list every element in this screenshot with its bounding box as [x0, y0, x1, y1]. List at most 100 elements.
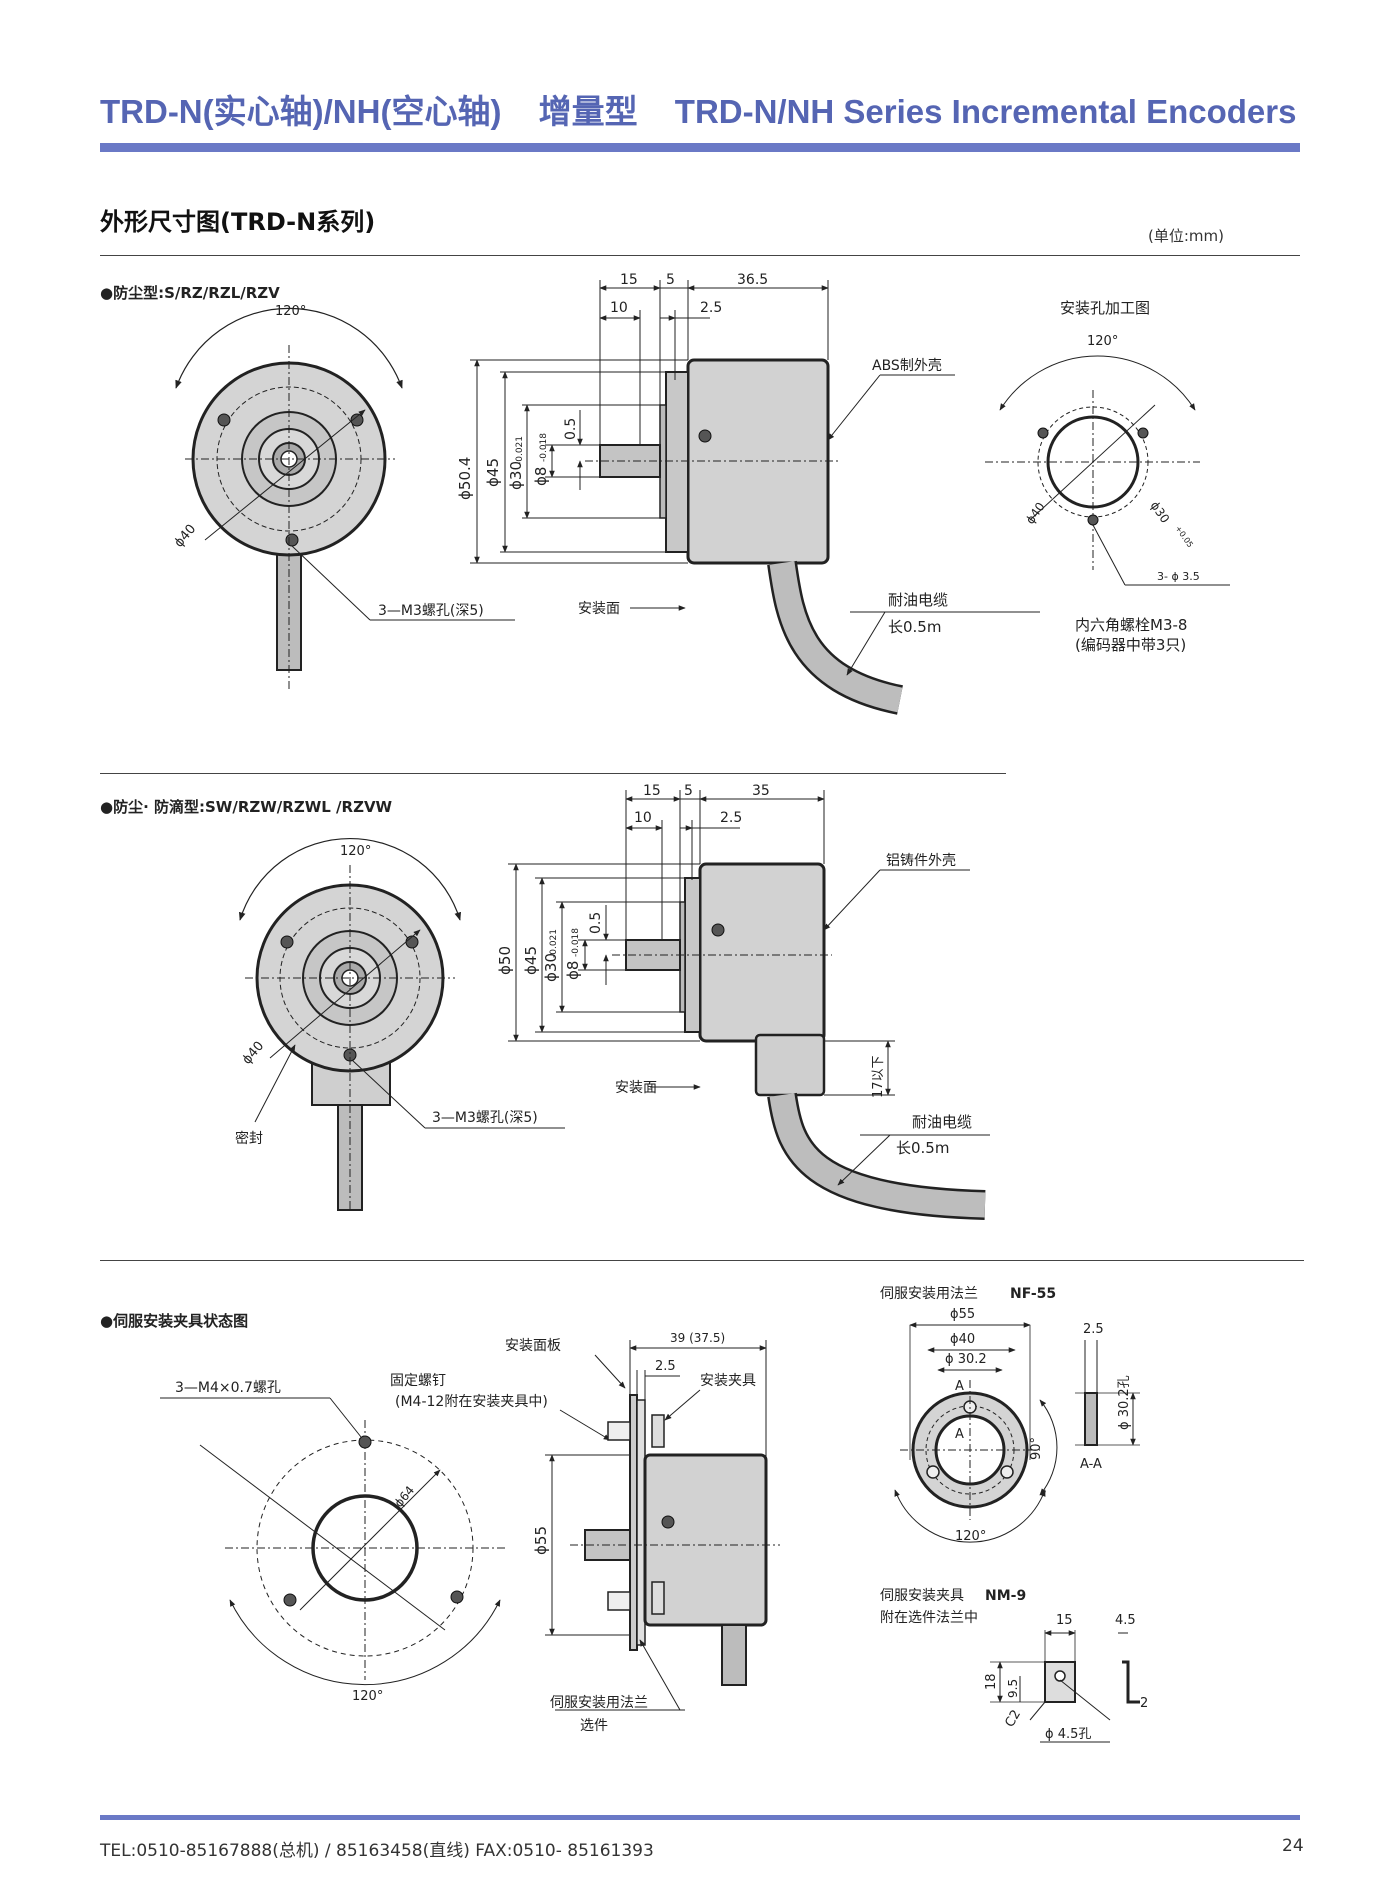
block2-below17: 17以下	[871, 1055, 886, 1098]
block1-shell: ABS制外壳	[872, 357, 942, 374]
block2-mount-face: 安装面	[615, 1080, 657, 1096]
block2-heading: ●防尘· 防滴型:SW/RZW/RZWL /RZVW	[100, 798, 393, 816]
block3-panel: 安装面板	[505, 1338, 561, 1354]
block2-screw: 3—M3螺孔(深5)	[432, 1110, 538, 1126]
block3-side-view: 安装面板 固定螺钉 (M4-12附在安装夹具中) 39 (37.5) 2.5 安…	[390, 1331, 780, 1734]
block1-heading: ●防尘型:S/RZ/RZL/RZV	[100, 284, 280, 302]
block3-front-view: 3—M4×0.7螺孔 ϕ64 120°	[160, 1380, 505, 1704]
block1-dia45: ϕ45	[484, 458, 502, 487]
block1-d25: 2.5	[700, 300, 722, 316]
footer-bar	[100, 1815, 1300, 1820]
block3-flange2: 选件	[580, 1718, 608, 1734]
nf55-angle90: 90°	[1029, 1437, 1044, 1460]
header-bar	[100, 143, 1300, 152]
block2-d10: 10	[634, 810, 652, 826]
block3-m4: 3—M4×0.7螺孔	[175, 1380, 281, 1396]
block1-hole-title: 安装孔加工图	[1060, 299, 1150, 317]
block3-dia55: ϕ55	[532, 1526, 550, 1555]
block1-hole-dia30: ϕ30	[1148, 499, 1173, 526]
block3-fix1: 固定螺钉	[390, 1373, 446, 1389]
block1-d365: 36.5	[737, 272, 768, 288]
block1-angle: 120°	[275, 304, 306, 319]
block2-seal: 密封	[235, 1130, 263, 1147]
nf55-dia302: ϕ 30.2	[945, 1352, 987, 1367]
block2-cable: 耐油电缆	[912, 1113, 972, 1131]
header-title-en: TRD-N/NH Series Incremental Encoders	[674, 93, 1297, 130]
nf55-dia55: ϕ55	[950, 1307, 975, 1322]
block2-cable-len: 长0.5m	[896, 1139, 949, 1157]
block1-dia30: ϕ30	[507, 461, 525, 490]
block1-hole-angle: 120°	[1087, 334, 1118, 349]
nf55-aa: A-A	[1080, 1457, 1102, 1472]
block1-d10: 10	[610, 300, 628, 316]
nf55-angle120: 120°	[955, 1529, 986, 1544]
block2-d05: 0.5	[588, 912, 604, 934]
block1-d5: 5	[666, 272, 675, 288]
block1-bolt2: (编码器中带3只)	[1075, 636, 1186, 654]
nm9-hole: ϕ 4.5孔	[1045, 1727, 1091, 1742]
block1-side-view: 15 5 36.5 10 2.5 ϕ50.4 ϕ45 ϕ30 -0.021	[456, 272, 1040, 715]
block2-tol30: -0.021	[549, 929, 559, 958]
section-rule	[100, 255, 1300, 256]
block2-shell: 铝铸件外壳	[886, 852, 956, 869]
block3-d25: 2.5	[655, 1359, 676, 1374]
block3-flange1: 伺服安装用法兰	[550, 1695, 648, 1711]
block1-screw: 3—M3螺孔(深5)	[378, 603, 484, 619]
page-number: 24	[1282, 1836, 1304, 1856]
block2-dia8: ϕ8	[564, 961, 582, 980]
block2-d15: 15	[643, 783, 661, 799]
block2-front-view: 120° ϕ40 密封 3—M3螺孔(深5)	[235, 838, 565, 1211]
nm9-d18: 18	[984, 1673, 999, 1690]
block1-cable: 耐油电缆	[888, 591, 948, 609]
block2-d5: 5	[684, 783, 693, 799]
block1-front-view: 120° ϕ40 3—M3螺孔(深5)	[172, 304, 515, 690]
block2-dia50: ϕ50	[496, 946, 514, 975]
nm9-drawing: 伺服安装夹具 NM-9 附在选件法兰中 15 4.5 18 9.5 C2 2 ϕ…	[880, 1588, 1148, 1743]
block1-bolt1: 内六角螺栓M3-8	[1075, 616, 1187, 634]
block1-hole-drawing: 安装孔加工图 120° ϕ40 ϕ30 +0.05 3- ϕ 3.5 内六角螺栓…	[985, 299, 1230, 654]
nm9-d2: 2	[1140, 1696, 1148, 1711]
nf55-a-mid: A	[955, 1427, 964, 1442]
block1: ●防尘型:S/RZ/RZL/RZV 120° ϕ40 3—M3螺孔(深5)	[100, 272, 1230, 715]
nf55-d25: 2.5	[1083, 1322, 1104, 1337]
unit-note: (单位:mm)	[1148, 227, 1224, 245]
block3-d39: 39 (37.5)	[670, 1331, 725, 1345]
block2-d35: 35	[752, 783, 770, 799]
block1-d15: 15	[620, 272, 638, 288]
block2: ●防尘· 防滴型:SW/RZW/RZWL /RZVW 120° ϕ40 密封 3…	[100, 783, 990, 1220]
block2-tol8: -0.018	[571, 928, 581, 957]
divider-1	[100, 773, 1006, 774]
divider-2	[100, 1260, 1304, 1261]
nf55-a-top: A	[955, 1379, 964, 1394]
header-type: 增量型	[538, 93, 638, 130]
block1-cable-len: 长0.5m	[888, 618, 941, 636]
block3-heading: ●伺服安装夹具状态图	[100, 1312, 248, 1330]
nf55-drawing: 伺服安装用法兰 NF-55 ϕ55 ϕ40 ϕ 30.2 A A 90° 120…	[880, 1286, 1140, 1544]
block1-hole-tol: +0.05	[1173, 524, 1194, 549]
nm9-c2: C2	[1002, 1707, 1024, 1730]
block3-fixture: 安装夹具	[700, 1373, 756, 1389]
nm9-model: NM-9	[985, 1588, 1026, 1604]
nm9-title: 伺服安装夹具	[880, 1588, 964, 1604]
section-title: 外形尺寸图(TRD-N系列)	[100, 208, 376, 236]
block1-hole-dia40: ϕ40	[1023, 500, 1048, 527]
block2-dia40: ϕ40	[240, 1039, 268, 1068]
nf55-hole: ϕ 30.2孔	[1117, 1375, 1132, 1430]
block2-dia30: ϕ30	[542, 953, 560, 982]
nf55-dia40: ϕ40	[950, 1332, 975, 1347]
block3-angle: 120°	[352, 1689, 383, 1704]
page-header: TRD-N(实心轴)/NH(空心轴) 增量型 TRD-N/NH Series I…	[100, 85, 1324, 133]
nm9-d45: 4.5	[1115, 1613, 1136, 1628]
nm9-d95: 9.5	[1006, 1679, 1020, 1698]
block1-hole-3: 3- ϕ 3.5	[1157, 570, 1200, 583]
nf55-model: NF-55	[1010, 1286, 1056, 1302]
nm9-d15: 15	[1056, 1613, 1073, 1628]
nm9-sub: 附在选件法兰中	[880, 1610, 978, 1626]
block1-tol30: -0.021	[515, 436, 525, 465]
block1-dia504: ϕ50.4	[456, 457, 474, 500]
block1-d05: 0.5	[563, 418, 579, 440]
block2-angle: 120°	[340, 844, 371, 859]
block2-d25: 2.5	[720, 810, 742, 826]
block1-dia8: ϕ8	[532, 467, 550, 486]
